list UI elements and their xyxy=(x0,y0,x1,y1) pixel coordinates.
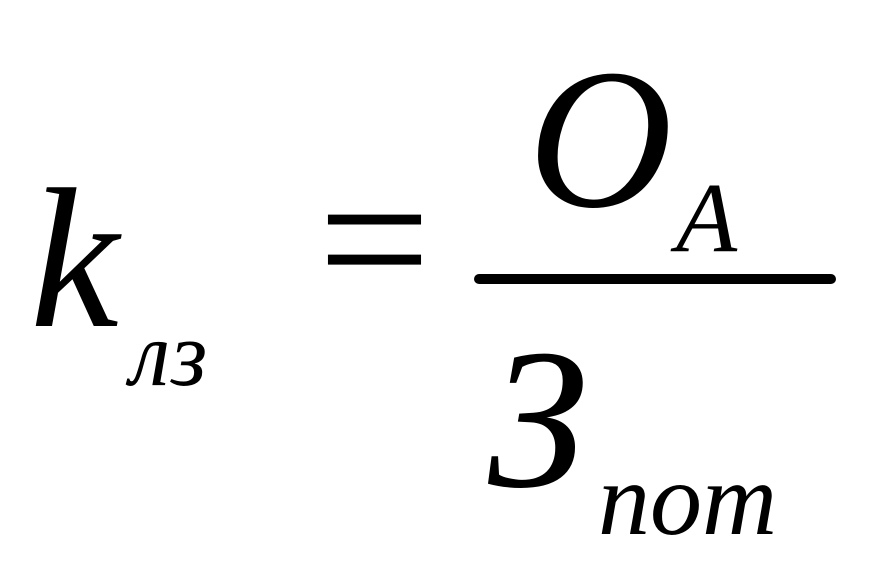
denominator-subscript: пот xyxy=(598,442,778,557)
equals-sign: = xyxy=(318,129,431,350)
numerator-symbol: О xyxy=(528,29,673,250)
fraction-bar xyxy=(474,274,836,284)
lhs-symbol: k xyxy=(30,149,119,370)
lhs-subscript: лз xyxy=(130,303,208,405)
numerator-subscript: А xyxy=(676,162,738,273)
denominator-symbol: З xyxy=(488,309,588,530)
